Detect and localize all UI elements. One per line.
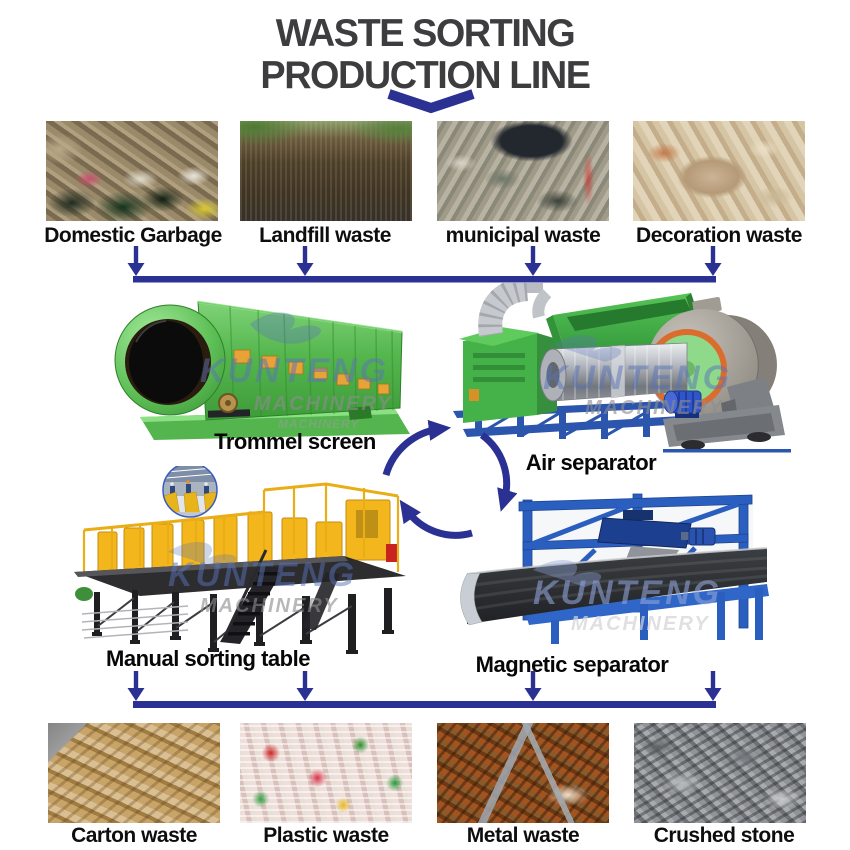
cycle-arrow-top [382,419,452,477]
workers-inset-photo [162,466,218,518]
page-title: WASTE SORTING PRODUCTION LINE [0,13,850,96]
down-arrow-icon [704,671,722,701]
svg-text:MACHINERY: MACHINERY [278,417,359,431]
output-label-plastic: Plastic waste [263,824,389,847]
decoration-waste-photo [633,121,805,221]
input-label-decoration: Decoration waste [636,224,802,247]
down-arrow-icon [296,671,314,701]
machine-label-trommel: Trommel screen [214,429,376,454]
watermark-swoosh [553,334,622,362]
output-flow-connector [127,671,722,708]
carton-waste-photo [48,723,220,823]
magnetic-separator-illustration: KUNTENG MACHINERY [460,493,769,644]
svg-text:KUNTENG: KUNTENG [543,359,732,397]
air-separator-duct [478,283,552,337]
svg-text:MACHINERY: MACHINERY [571,613,710,635]
svg-text:KUNTENG: KUNTENG [533,574,722,612]
conveyor-belt [460,547,769,644]
down-arrow-icon [524,246,542,276]
input-label-municipal: municipal waste [445,224,601,247]
down-arrow-icon [524,671,542,701]
down-arrow-icon [296,246,314,276]
trommel-screen-illustration: KUNTENG MACHINERY MACHINERY [114,300,410,440]
input-label-landfill: Landfill waste [259,224,391,247]
input-flow-connector [127,246,722,283]
svg-text:KUNTENG: KUNTENG [200,352,389,390]
sorting-platform [74,482,406,596]
metal-waste-photo [437,723,609,823]
watermark-trommel: KUNTENG MACHINERY MACHINERY [200,312,393,431]
output-label-stone: Crushed stone [653,824,795,847]
watermark-swoosh [250,312,322,344]
platform-legs [81,588,394,654]
cycle-arrow-right [479,432,518,512]
municipal-waste-photo [437,121,609,221]
air-separator-motor [663,390,702,418]
cycle-arrow-bottom [399,499,473,539]
svg-text:MACHINERY: MACHINERY [200,595,339,617]
trommel-windows [233,349,390,395]
plastic-waste-photo [240,723,412,823]
air-separator-illustration: KUNTENG MACHINERY [453,283,791,453]
platform-stairs [220,549,340,644]
chevron-down-icon [387,89,475,114]
svg-text:KUNTENG: KUNTENG [168,556,357,594]
distribution-line-top [133,276,716,283]
landfill-waste-photo [240,121,412,221]
svg-text:MACHINERY: MACHINERY [254,393,393,415]
down-arrow-icon [127,246,145,276]
trommel-drum-opening [114,304,226,416]
process-cycle-arrows [382,419,518,539]
machine-label-air-separator: Air separator [525,450,657,475]
watermark-swoosh [533,559,602,587]
input-label-domestic: Domestic Garbage [44,224,222,247]
output-label-carton: Carton waste [71,824,197,847]
watermark-swoosh [168,541,237,569]
distribution-line-bottom [133,701,716,708]
machine-label-magnetic-separator: Magnetic separator [475,652,669,677]
manual-sorting-table-illustration: KUNTENG MACHINERY [74,466,406,654]
output-label-metal: Metal waste [466,824,580,847]
machine-label-manual-sorting: Manual sorting table [106,646,310,671]
crushed-stone-photo [634,723,806,823]
svg-text:MACHINERY: MACHINERY [585,397,724,419]
watermark-magnetic-separator: KUNTENG MACHINERY [533,559,722,635]
domestic-garbage-photo [46,121,218,221]
title-line-2: PRODUCTION LINE [260,53,591,97]
down-arrow-icon [704,246,722,276]
watermark-air-separator: KUNTENG MACHINERY [543,334,732,419]
air-separator-stand [663,377,791,453]
air-separator-cylinder [539,342,688,402]
title-line-1: WASTE SORTING [275,12,576,55]
watermark-manual-sorting: KUNTENG MACHINERY [168,541,357,617]
down-arrow-icon [127,671,145,701]
